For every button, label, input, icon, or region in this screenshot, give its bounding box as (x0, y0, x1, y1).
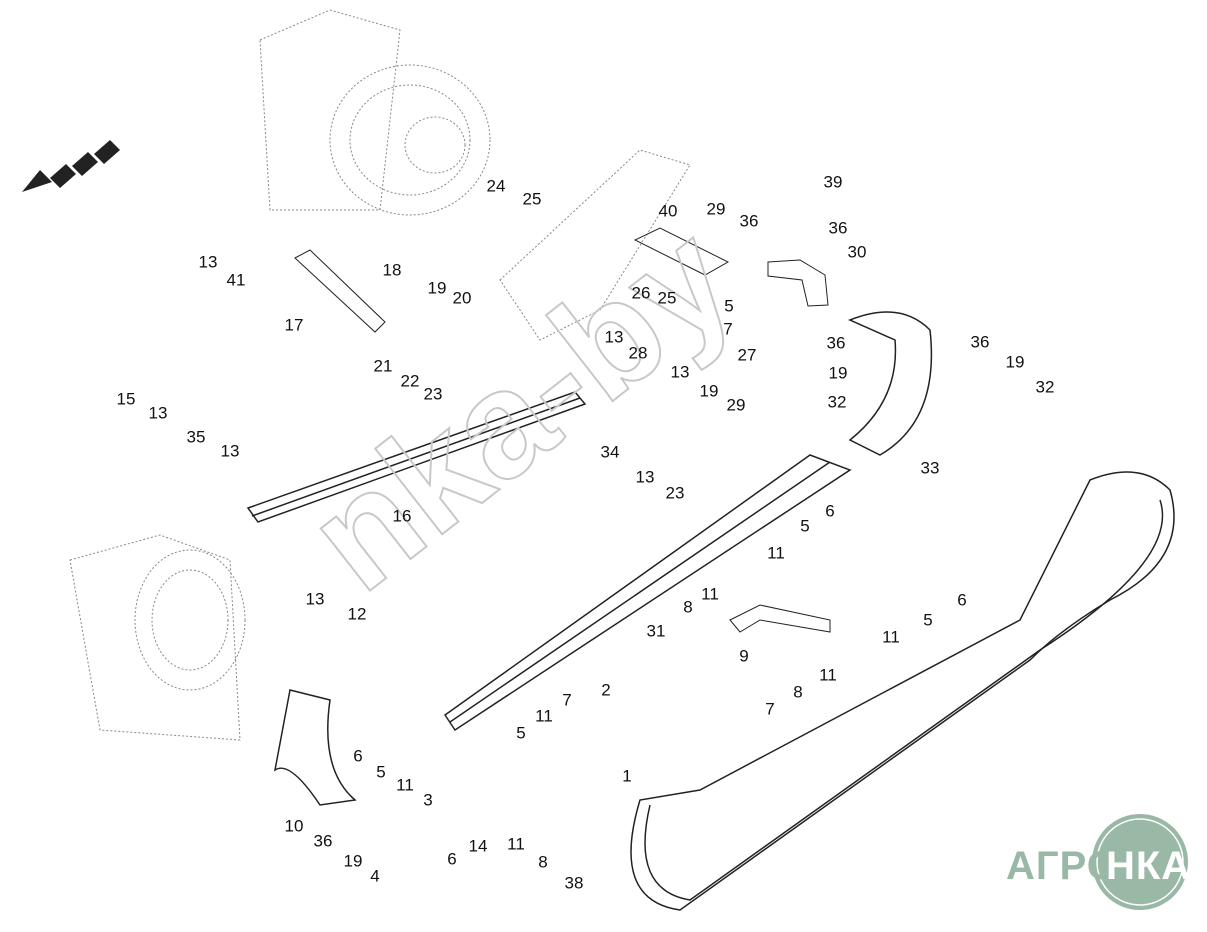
part-callout: 15 (116, 389, 136, 409)
part-callout: 25 (657, 288, 677, 308)
part-callout: 32 (827, 392, 847, 412)
part-callout: 11 (535, 706, 553, 726)
part-callout: 11 (767, 543, 785, 563)
part-callout: 6 (353, 746, 363, 766)
part-callout: 23 (665, 483, 685, 503)
part-callout: 8 (793, 682, 803, 702)
part-callout: 13 (305, 589, 325, 609)
part-callout: 40 (658, 201, 678, 221)
part-callout: 5 (376, 762, 386, 782)
part-callout: 2 (601, 680, 611, 700)
part-callout: 13 (670, 362, 690, 382)
part-callout: 16 (392, 506, 412, 526)
part-callout: 3 (423, 790, 433, 810)
part-callout: 11 (819, 665, 837, 685)
guard-10 (273, 689, 357, 806)
part-callout: 9 (739, 646, 749, 666)
part-callout: 14 (468, 836, 488, 856)
part-callout: 27 (737, 345, 757, 365)
part-callout: 7 (765, 699, 775, 719)
engine-bottom (69, 534, 246, 741)
part-callout: 7 (723, 319, 733, 339)
belt-guard-16 (246, 391, 587, 523)
part-callout: 19 (1005, 352, 1025, 372)
part-callout: 29 (706, 199, 726, 219)
part-callout: 31 (646, 621, 666, 641)
logo-text-part2: НКА (1106, 844, 1192, 888)
cylinder-17 (294, 249, 386, 333)
belt-guard-2 (443, 454, 852, 732)
part-callout: 18 (382, 260, 402, 280)
part-callout: 13 (220, 441, 240, 461)
part-callout: 12 (347, 604, 367, 624)
part-callout: 36 (313, 831, 333, 851)
bracket-40 (633, 227, 730, 276)
part-callout: 13 (635, 467, 655, 487)
part-callout: 13 (198, 252, 218, 272)
part-callout: 1 (622, 766, 632, 786)
bracket-30 (767, 259, 829, 307)
part-callout: 11 (507, 834, 525, 854)
part-callout: 34 (600, 442, 620, 462)
bracket-9 (729, 604, 831, 633)
part-callout: 32 (1035, 377, 1055, 397)
part-callout: 20 (452, 288, 472, 308)
part-callout: 36 (826, 333, 846, 353)
part-callout: 6 (447, 849, 457, 869)
part-callout: 19 (343, 851, 363, 871)
part-callout: 19 (427, 278, 447, 298)
part-callout: 11 (701, 584, 719, 604)
part-callout: 4 (370, 866, 380, 886)
part-callout: 17 (284, 315, 304, 335)
part-callout: 23 (423, 384, 443, 404)
part-callout: 39 (823, 172, 843, 192)
part-callout: 21 (373, 356, 393, 376)
part-callout: 8 (538, 852, 548, 872)
part-callout: 5 (516, 723, 526, 743)
part-callout: 8 (683, 597, 693, 617)
part-callout: 5 (724, 296, 734, 316)
part-callout: 6 (957, 590, 967, 610)
part-callout: 13 (604, 327, 624, 347)
part-callout: 41 (226, 270, 246, 290)
brand-logo: АГРО НКА (1000, 810, 1200, 920)
part-callout: 29 (726, 395, 746, 415)
engine-top (259, 9, 491, 216)
part-callout: 26 (631, 283, 651, 303)
direction-arrow-icon (22, 140, 120, 192)
logo-circle (1092, 814, 1188, 910)
part-callout: 36 (739, 211, 759, 231)
part-callout: 36 (970, 332, 990, 352)
part-callout: 19 (828, 363, 848, 383)
part-callout: 6 (825, 501, 835, 521)
part-callout: 33 (920, 458, 940, 478)
part-callout: 19 (699, 381, 719, 401)
part-callout: 38 (564, 873, 584, 893)
part-callout: 7 (562, 690, 572, 710)
part-callout: 28 (628, 343, 648, 363)
part-callout: 11 (396, 775, 414, 795)
part-callout: 24 (486, 176, 506, 196)
part-callout: 36 (828, 218, 848, 238)
part-callout: 35 (186, 427, 206, 447)
drive-belt-1 (630, 471, 1175, 911)
part-callout: 5 (923, 610, 933, 630)
part-callout: 25 (522, 189, 542, 209)
arm-bracket (499, 149, 691, 341)
part-callout: 30 (847, 242, 867, 262)
part-callout: 22 (400, 371, 420, 391)
part-callout: 11 (882, 627, 900, 647)
part-callout: 5 (800, 516, 810, 536)
part-callout: 13 (148, 403, 168, 423)
part-callout: 10 (284, 816, 304, 836)
logo-text-part1: АГРО (1006, 844, 1119, 888)
guard-33 (848, 311, 933, 456)
